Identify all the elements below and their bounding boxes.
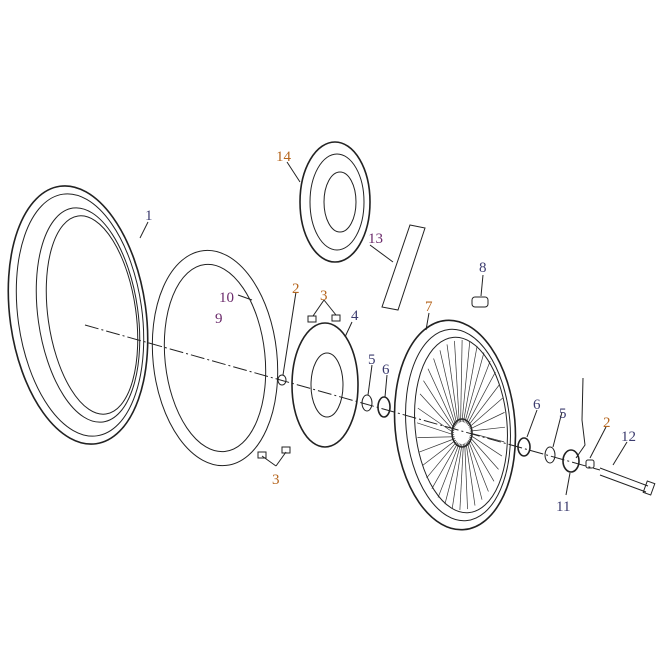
spoke xyxy=(423,380,455,430)
spokes xyxy=(416,340,506,510)
spoke xyxy=(460,340,463,423)
spoke xyxy=(419,438,456,453)
callout-4: 4 xyxy=(351,308,359,324)
spoke xyxy=(444,443,461,505)
spoke xyxy=(463,345,478,423)
speedometer-gear xyxy=(562,449,580,473)
rim-band xyxy=(381,224,426,311)
brake-disc-wave xyxy=(291,322,359,448)
callout-2-right: 2 xyxy=(603,415,611,431)
spoke xyxy=(417,407,455,434)
bearing-left xyxy=(377,396,391,418)
spoke xyxy=(439,350,458,425)
bolts xyxy=(257,314,341,459)
spoke xyxy=(469,426,506,432)
spoke xyxy=(468,438,495,482)
leader-lines xyxy=(139,161,628,496)
spoke xyxy=(468,397,503,428)
inner-tube xyxy=(151,249,279,467)
spoke xyxy=(433,358,457,427)
callout-1: 1 xyxy=(145,208,153,224)
callout-2-left: 2 xyxy=(292,281,300,297)
spoke xyxy=(466,371,496,425)
callout-5-right: 5 xyxy=(559,406,567,422)
callout-3-upper: 3 xyxy=(320,288,328,304)
spoke xyxy=(426,441,458,479)
spacer-left xyxy=(277,374,287,386)
spoke xyxy=(437,443,460,498)
spoke xyxy=(465,442,476,506)
callout-6-left: 6 xyxy=(382,362,390,378)
spoke xyxy=(469,434,503,457)
callout-5-left: 5 xyxy=(368,352,376,368)
speedometer-cable xyxy=(575,377,586,459)
callout-12: 12 xyxy=(621,429,636,445)
spoke xyxy=(469,436,499,470)
spoke xyxy=(466,441,483,500)
assembly-axis xyxy=(84,324,601,471)
spoke xyxy=(451,443,463,509)
oil-seal-right xyxy=(544,446,556,464)
spoke xyxy=(427,368,456,428)
callout-14: 14 xyxy=(276,149,292,165)
brake-disc-floating xyxy=(299,141,371,263)
spoke xyxy=(431,442,459,489)
spoke xyxy=(454,340,460,423)
hub-sleeve xyxy=(471,296,489,308)
spoke xyxy=(446,344,459,424)
spacer-right xyxy=(585,459,595,469)
callout-10: 10 xyxy=(219,290,234,306)
callout-9: 9 xyxy=(215,311,223,327)
spoke xyxy=(416,422,455,436)
callout-13: 13 xyxy=(368,231,383,247)
spoke xyxy=(467,439,489,492)
callout-8: 8 xyxy=(479,260,487,276)
callout-3-lower: 3 xyxy=(272,472,280,488)
spoke xyxy=(464,352,485,423)
spoke xyxy=(461,341,471,423)
axle xyxy=(599,467,656,496)
spoke xyxy=(419,393,455,432)
spoke xyxy=(469,412,505,430)
callout-6-right: 6 xyxy=(533,397,541,413)
spoke xyxy=(464,443,468,510)
spoke xyxy=(467,384,500,427)
spoke xyxy=(417,436,455,438)
spoke xyxy=(459,443,464,510)
spoke xyxy=(465,361,491,424)
callout-7: 7 xyxy=(425,299,433,315)
callout-11: 11 xyxy=(556,499,570,515)
tire xyxy=(7,185,149,445)
spoke xyxy=(422,439,457,466)
